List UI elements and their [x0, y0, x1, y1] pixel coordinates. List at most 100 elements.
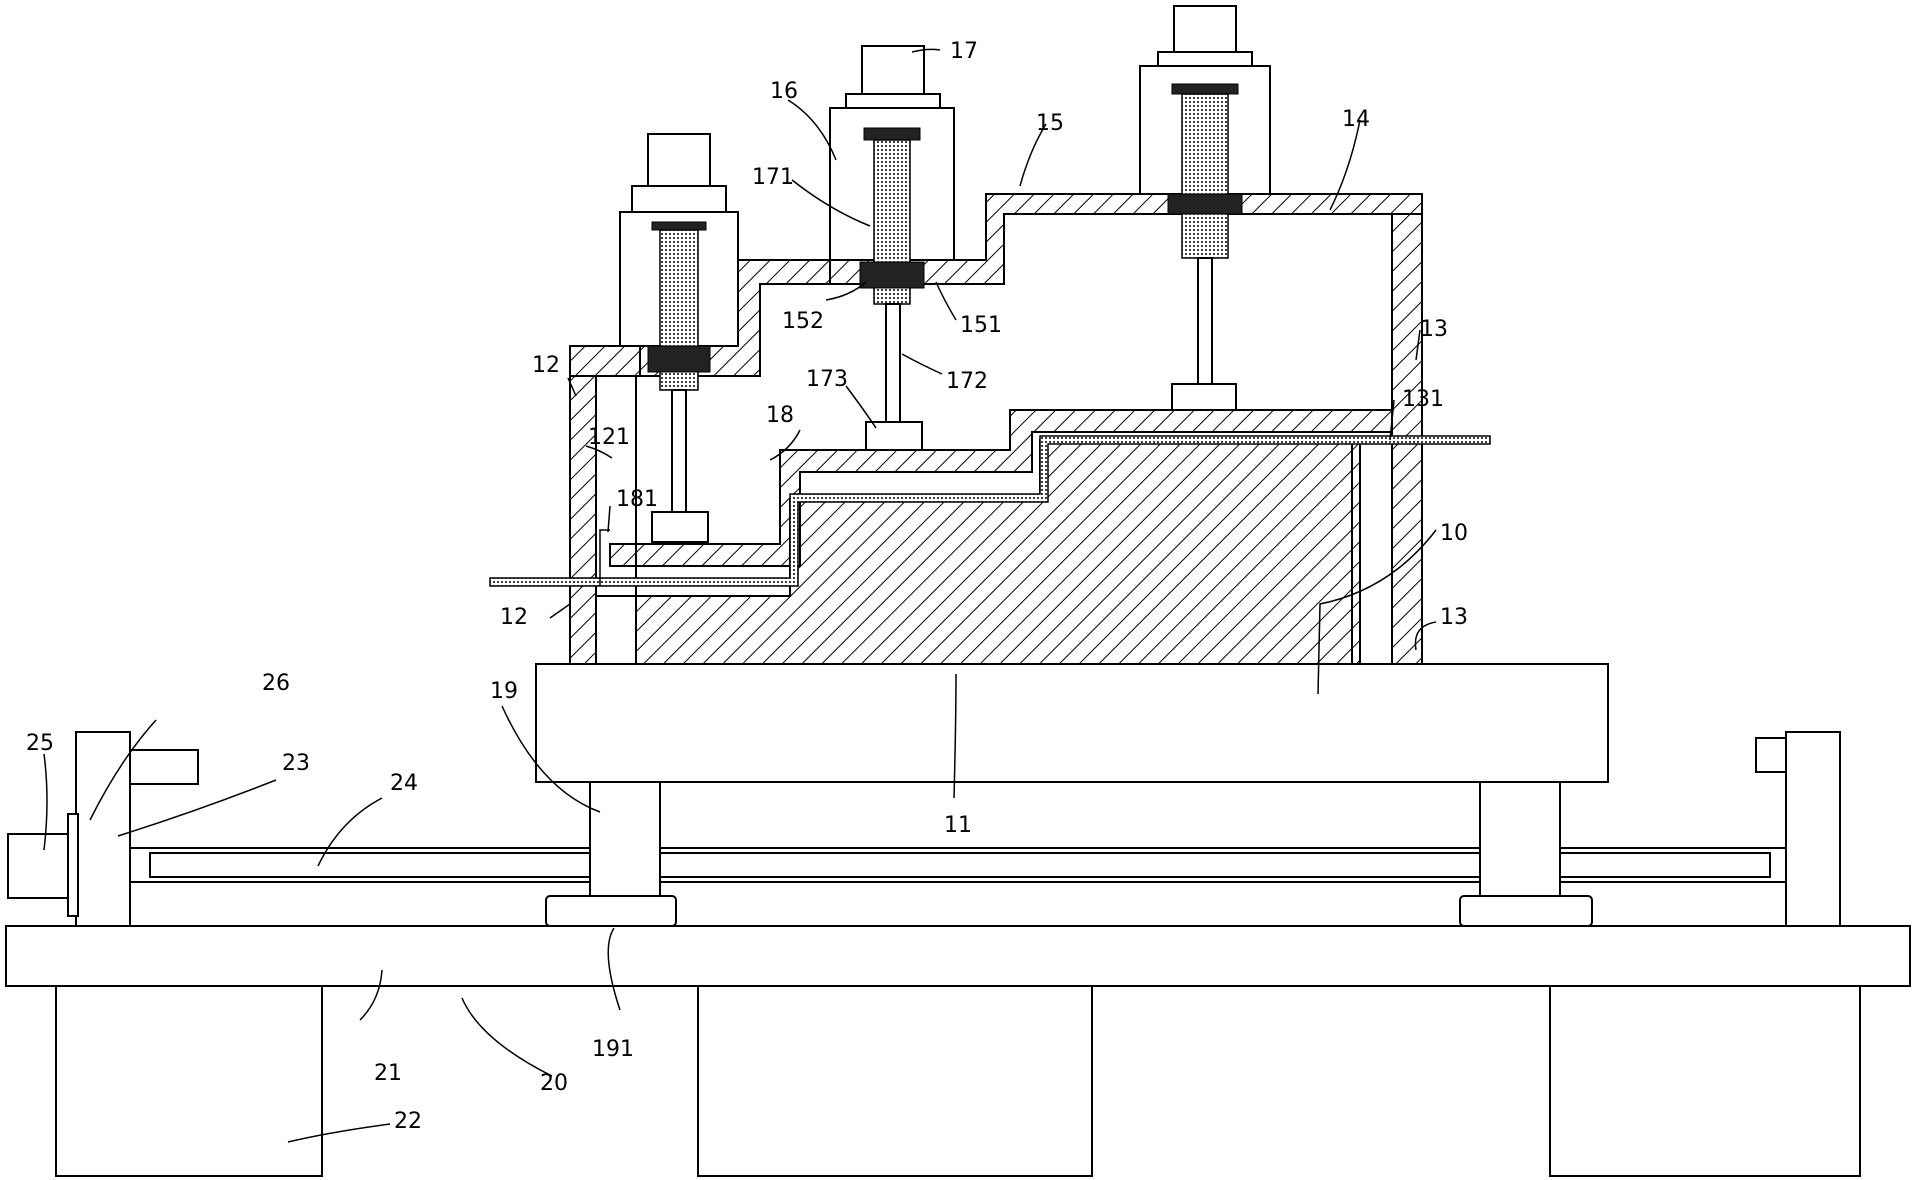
carriage [535, 663, 1609, 927]
label-13a: 13 [1420, 317, 1448, 342]
leader-10 [1317, 529, 1437, 695]
die-gap-left [595, 595, 637, 665]
seal-left [647, 345, 711, 373]
label-12a: 12 [532, 353, 560, 378]
leader-171 [791, 179, 871, 227]
label-191: 191 [592, 1037, 634, 1062]
label-25: 25 [26, 731, 54, 756]
seal-151-152 [859, 261, 925, 289]
piston-cap-right [1171, 83, 1239, 95]
label-16: 16 [770, 79, 798, 104]
rod-right [1197, 257, 1213, 385]
leader-20 [461, 997, 553, 1077]
workpiece-sheet [489, 435, 1491, 587]
label-151: 151 [960, 313, 1002, 338]
label-172: 172 [946, 369, 988, 394]
rod-172 [885, 303, 901, 423]
label-152: 152 [782, 309, 824, 334]
motor-flange [67, 813, 79, 917]
leader-12a [567, 377, 577, 397]
leader-18 [769, 429, 801, 461]
label-12b: 12 [500, 605, 528, 630]
leader-21 [359, 969, 383, 1021]
seal-right [1167, 193, 1243, 215]
label-19: 19 [490, 679, 518, 704]
label-26: 26 [262, 671, 290, 696]
pad-right [1171, 383, 1237, 411]
leg-right [1549, 985, 1861, 1177]
pillar-left [589, 781, 661, 897]
leader-11 [953, 673, 957, 799]
base-frame [5, 925, 1911, 1177]
leader-191 [607, 927, 621, 1011]
rod-left [671, 389, 687, 513]
sensor-right [1755, 737, 1787, 773]
leader-13b [1414, 621, 1437, 651]
leader-24 [317, 797, 383, 867]
label-15: 15 [1036, 111, 1064, 136]
leader-22 [287, 1123, 391, 1143]
leader-12b [549, 603, 571, 619]
label-13b: 13 [1440, 605, 1468, 630]
motor-head-left [647, 133, 711, 187]
label-181: 181 [616, 487, 658, 512]
rail-support-left [75, 731, 131, 927]
label-20: 20 [540, 1071, 568, 1096]
label-21: 21 [374, 1061, 402, 1086]
label-14: 14 [1342, 107, 1370, 132]
label-131: 131 [1402, 387, 1444, 412]
rod-sleeve-right [1181, 93, 1229, 259]
leader-17 [911, 48, 941, 53]
cylinder-left [619, 133, 739, 543]
leader-13a [1415, 329, 1421, 361]
slider-191-left [545, 895, 677, 927]
leader-14 [1329, 119, 1361, 211]
piston-cap-left [651, 221, 707, 231]
leader-152 [825, 281, 867, 301]
label-18: 18 [766, 403, 794, 428]
motor-25 [7, 833, 69, 899]
top-plate-step1 [569, 345, 641, 377]
label-11: 11 [944, 813, 972, 838]
leader-121 [585, 445, 613, 459]
pillar-right [1479, 781, 1561, 897]
leader-173 [845, 385, 877, 429]
leg-middle [697, 985, 1093, 1177]
label-173: 173 [806, 367, 848, 392]
leader-19 [501, 705, 601, 813]
label-24: 24 [390, 771, 418, 796]
cylinder-right [1139, 5, 1271, 411]
cap-middle [845, 93, 941, 109]
label-17: 17 [950, 39, 978, 64]
slider-191-right [1459, 895, 1593, 927]
leader-16 [787, 99, 837, 161]
label-171: 171 [752, 165, 794, 190]
pad-left [651, 511, 709, 543]
leader-26 [89, 719, 157, 821]
cap-right [1157, 51, 1253, 67]
motor-head-17 [861, 45, 925, 95]
sensor-26 [129, 749, 199, 785]
label-121: 121 [588, 425, 630, 450]
leader-23 [117, 779, 277, 837]
cylinder-middle [829, 45, 955, 451]
press-plate-18 [609, 409, 1393, 567]
leader-131 [1389, 399, 1395, 441]
leader-181 [607, 505, 611, 533]
motor-head-right [1173, 5, 1237, 53]
label-23: 23 [282, 751, 310, 776]
label-22: 22 [394, 1109, 422, 1134]
table-top [5, 925, 1911, 987]
left-wall-12 [569, 375, 597, 665]
leader-25 [43, 753, 48, 851]
work-plate-10 [535, 663, 1609, 783]
reference-labels: 17 16 15 14 171 13 131 152 151 172 173 1… [26, 39, 1468, 1134]
cap-left [631, 185, 727, 213]
leader-151 [935, 281, 957, 321]
leader-lines [43, 48, 1437, 1143]
leg-left [55, 985, 323, 1177]
label-10: 10 [1440, 521, 1468, 546]
piston-cap-middle [863, 127, 921, 141]
